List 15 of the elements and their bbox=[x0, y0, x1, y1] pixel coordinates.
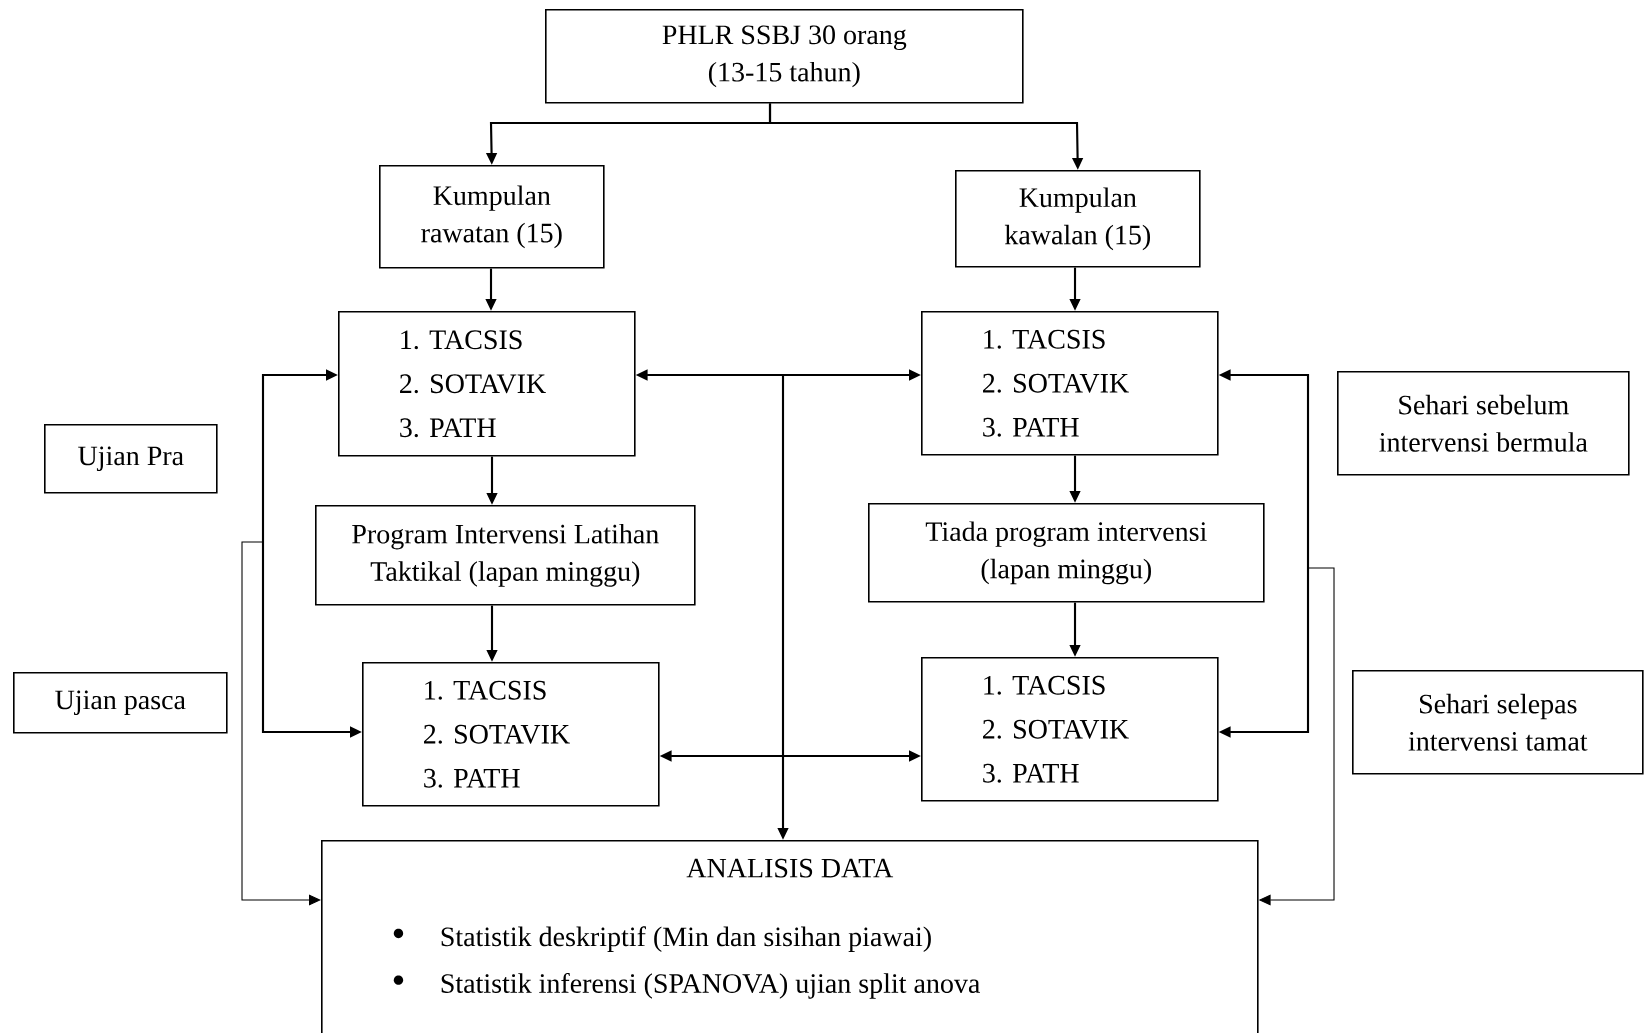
process-box: Tiada program intervensi (lapan minggu) bbox=[868, 503, 1265, 603]
process-box: Kumpulan rawatan (15) bbox=[379, 165, 605, 269]
test-list-box: 1. TACSIS 2. SOTAVIK 3. PATH bbox=[338, 311, 636, 457]
process-box: Sehari selepas intervensi tamat bbox=[1352, 670, 1644, 775]
arrow bbox=[241, 541, 321, 906]
process-box: PHLR SSBJ 30 orang (13-15 tahun) bbox=[545, 9, 1024, 104]
test-list-box: 1. TACSIS 2. SOTAVIK 3. PATH bbox=[362, 662, 660, 807]
process-box: Ujian Pra bbox=[44, 424, 218, 494]
process-box: Kumpulan kawalan (15) bbox=[955, 170, 1201, 268]
process-box: Ujian pasca bbox=[13, 672, 228, 734]
process-box: Sehari sebelum intervensi bermula bbox=[1337, 371, 1630, 476]
process-box: Program Intervensi Latihan Taktikal (lapan minggu) bbox=[315, 505, 696, 606]
test-list-box: 1. TACSIS 2. SOTAVIK 3. PATH bbox=[921, 311, 1219, 456]
test-list-box: 1. TACSIS 2. SOTAVIK 3. PATH bbox=[921, 657, 1219, 802]
analysis-box: ANALISIS DATA Statistik deskriptif (Min dan sisihan piawai) Statistik inferensi (SPANOVA) ujian split anova bbox=[321, 840, 1259, 1033]
